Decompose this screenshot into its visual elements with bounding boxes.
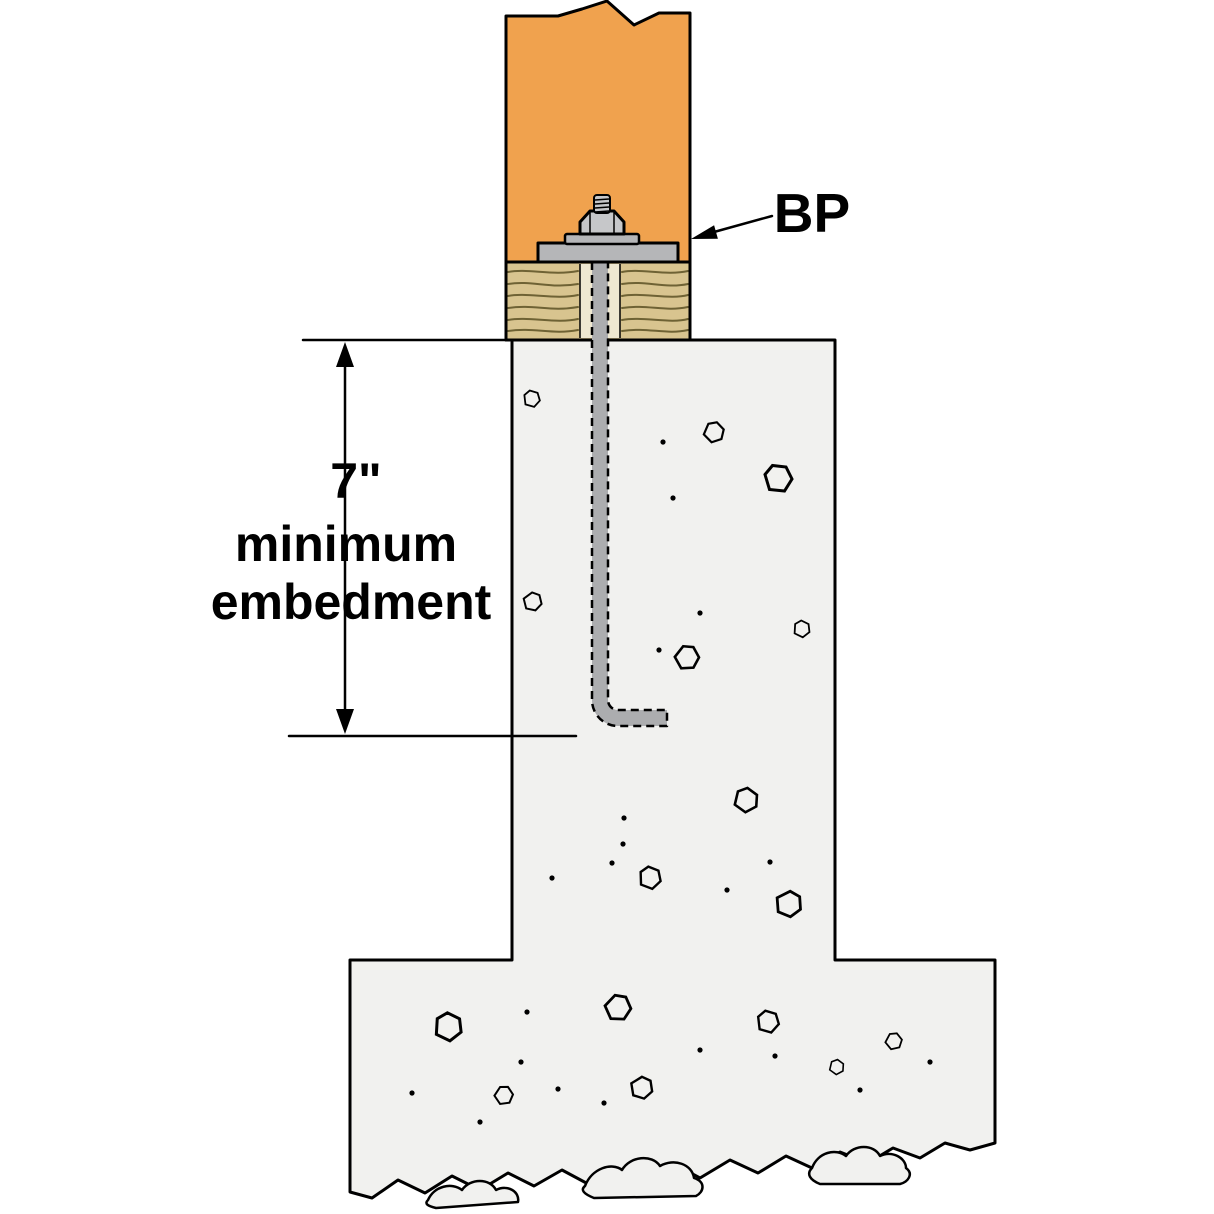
embedment-dimension: 7" minimum embedment xyxy=(211,338,578,738)
bolt-threads xyxy=(593,194,611,214)
arrowhead-down-icon xyxy=(336,709,354,734)
bp-callout: BP xyxy=(691,182,850,244)
dimension-word2-label: embedment xyxy=(211,574,492,630)
arrowhead-up-icon xyxy=(336,342,354,367)
broken-edge-rubble xyxy=(425,1145,911,1210)
bp-label: BP xyxy=(774,182,850,244)
anchor-bolt xyxy=(590,260,669,728)
bearing-plate xyxy=(536,241,680,264)
hex-nut xyxy=(578,209,626,236)
dimension-word1-label: minimum xyxy=(235,516,457,572)
wood-grain xyxy=(507,269,689,333)
dimension-value-label: 7" xyxy=(330,453,382,509)
bp-leader-line xyxy=(712,214,774,234)
aggregate-speckles xyxy=(409,388,933,1125)
concrete-foundation xyxy=(348,338,997,1200)
bp-arrowhead-icon xyxy=(691,225,718,239)
